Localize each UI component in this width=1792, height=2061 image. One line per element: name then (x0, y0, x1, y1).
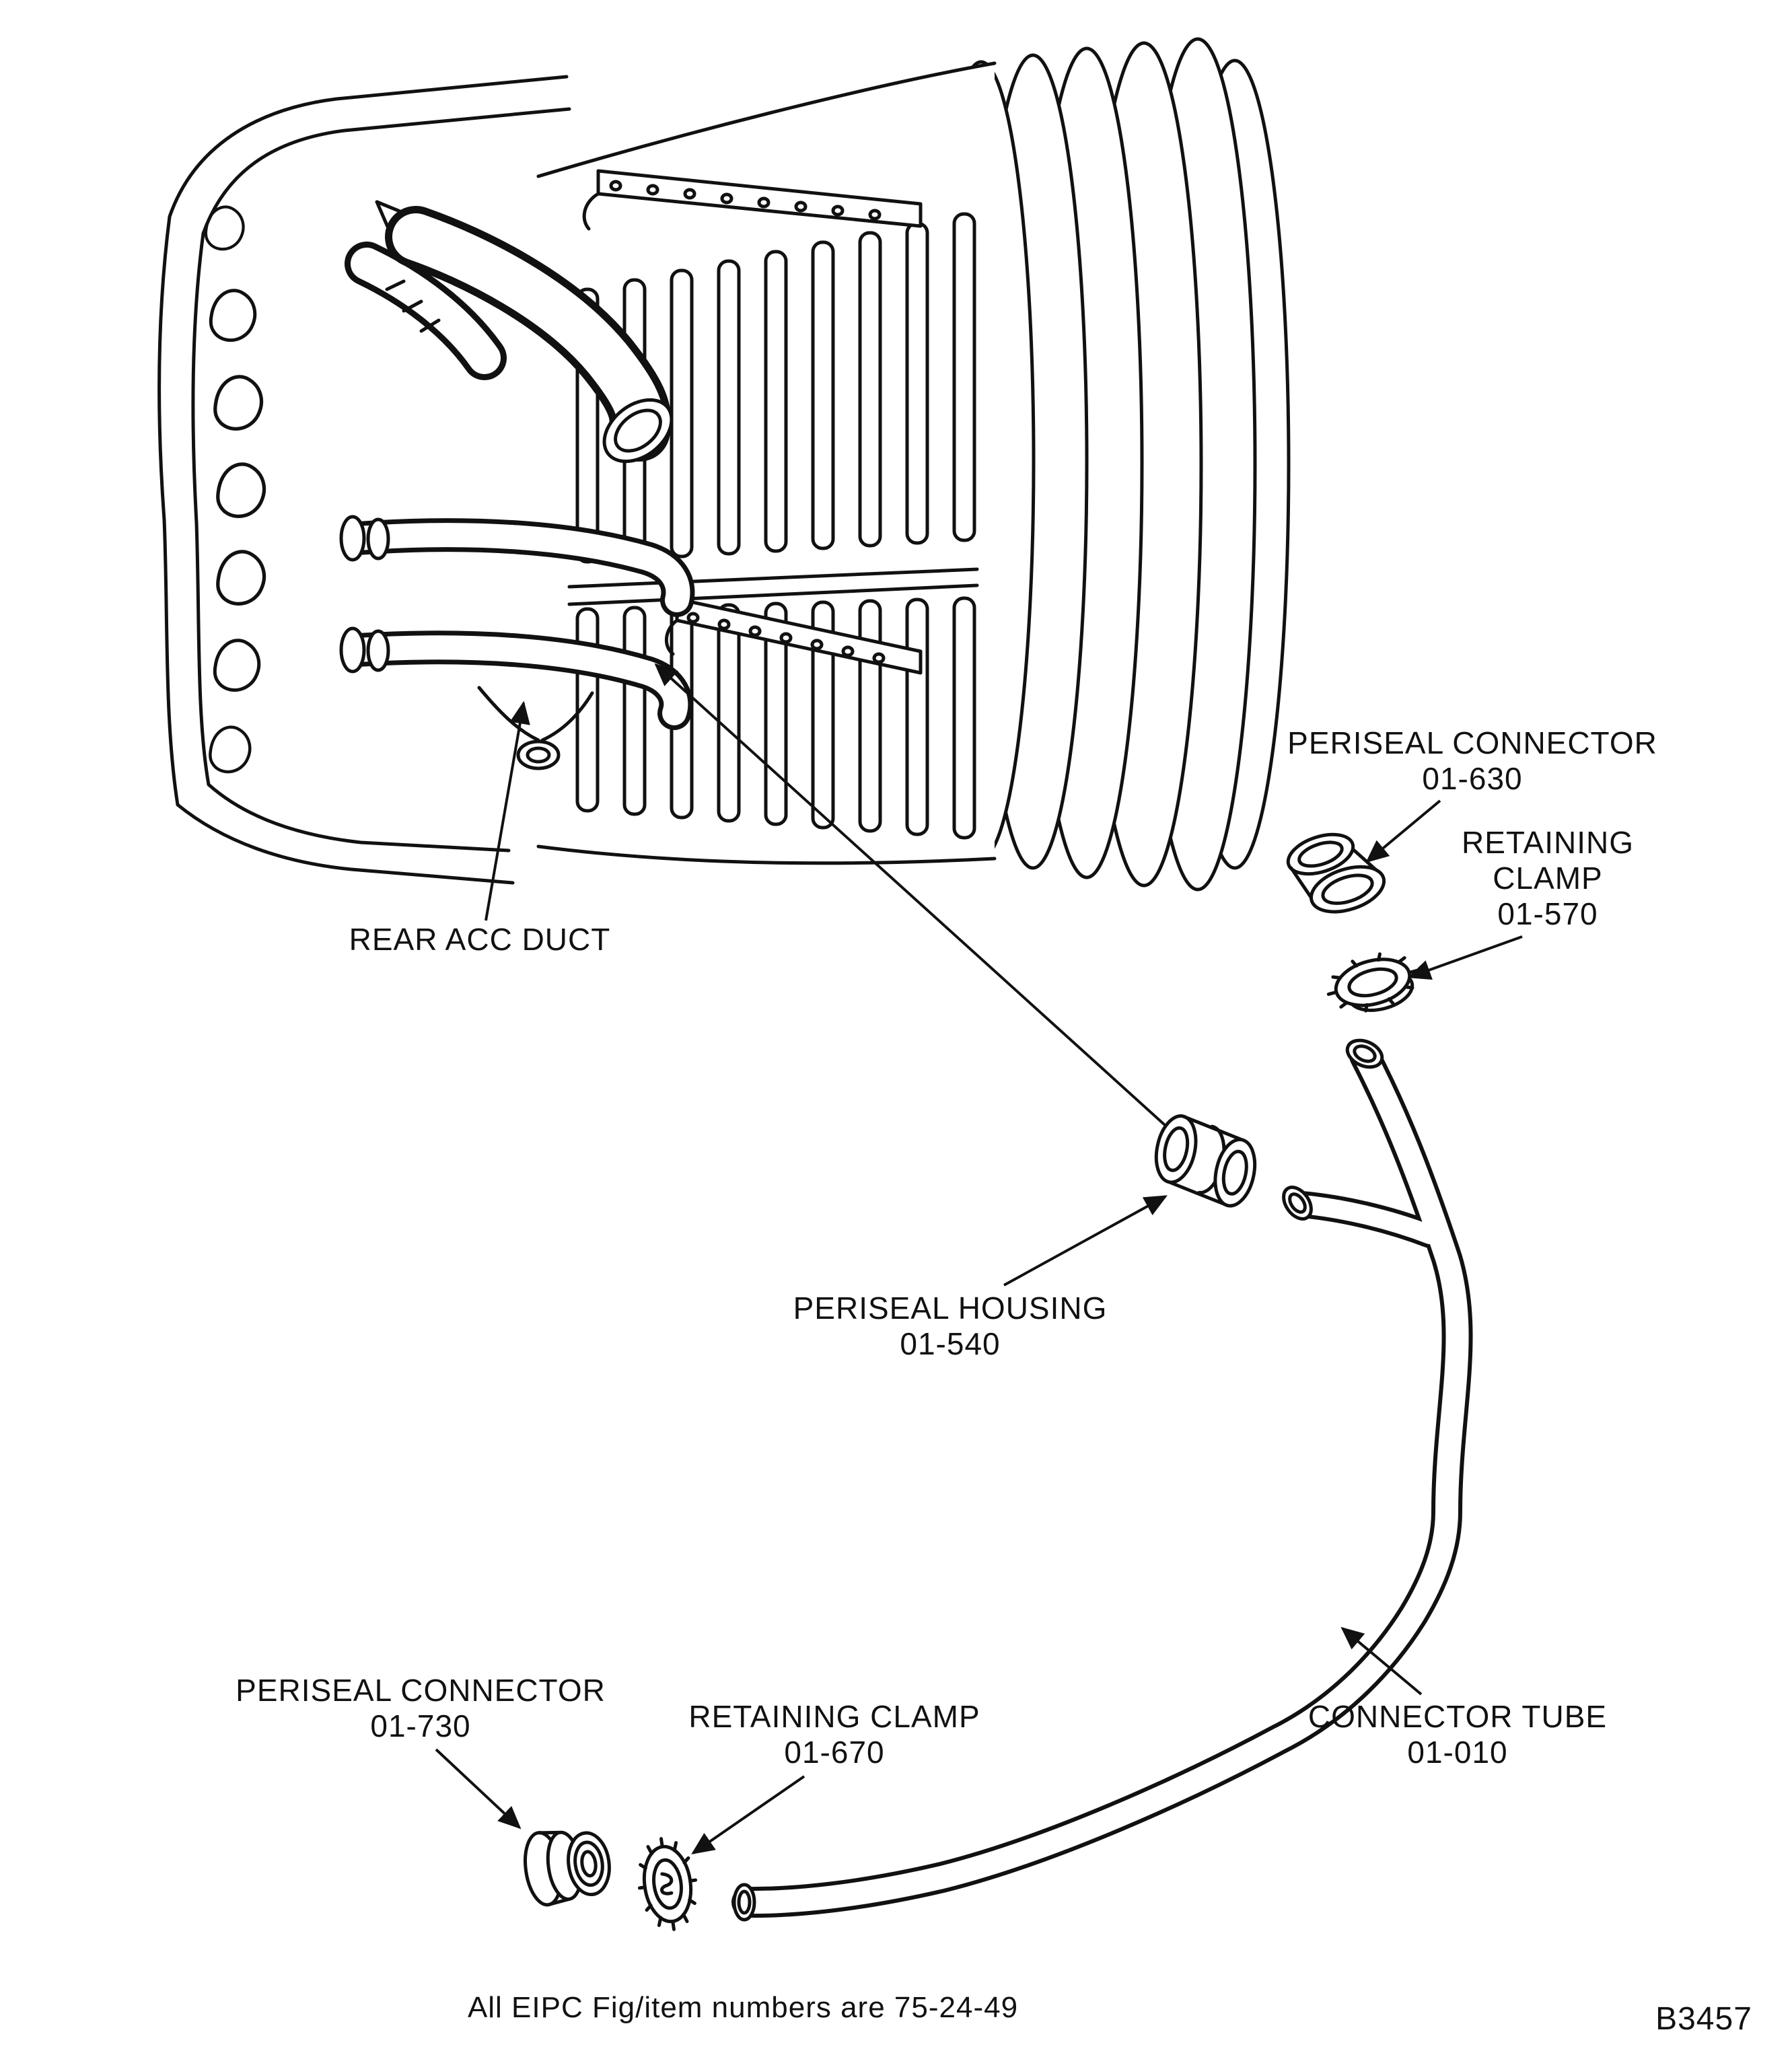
label-periseal-housing-number: 01-540 (900, 1326, 1000, 1361)
retaining-clamp-top-drawing (1326, 952, 1419, 1013)
label-retaining-clamp-top-line1: RETAINING (1462, 825, 1634, 860)
label-periseal-connector-bottom-name: PERISEAL CONNECTOR (236, 1673, 606, 1708)
arrow-connector-tube (1340, 1626, 1423, 1696)
arrow-retaining-clamp-bottom (691, 1775, 805, 1854)
combustor-ribs (567, 212, 979, 840)
labels: REAR ACC DUCT PERISEAL CONNECTOR 01-630 … (236, 725, 1752, 2037)
label-retaining-clamp-bottom-name: RETAINING CLAMP (688, 1699, 980, 1734)
retaining-clamp-bottom-drawing (637, 1837, 698, 1931)
periseal-connector-top-drawing (1286, 832, 1386, 914)
label-retaining-clamp-top-line2: CLAMP (1493, 861, 1602, 896)
engine-straps (582, 169, 923, 675)
engine-mount-frame (157, 75, 571, 885)
frame-lightening-holes (206, 207, 264, 772)
engine-rear-rings (927, 37, 1291, 892)
rear-acc-duct-elbow (345, 200, 674, 464)
figure-code: B3457 (1655, 2001, 1752, 2037)
arrow-periseal-housing (1003, 1195, 1168, 1287)
arrow-periseal-connector-bottom (435, 1748, 522, 1830)
label-periseal-connector-top-number: 01-630 (1422, 761, 1522, 796)
label-periseal-connector-bottom-number: 01-730 (370, 1708, 470, 1743)
periseal-housing-drawing (1154, 1114, 1257, 1208)
label-arrows (435, 799, 1523, 1854)
footer-note: All EIPC Fig/item numbers are 75-24-49 (468, 1991, 1018, 2024)
label-rear-acc-duct: REAR ACC DUCT (349, 922, 611, 957)
periseal-connector-bottom-drawing (524, 1830, 611, 1907)
label-retaining-clamp-top-number: 01-570 (1497, 896, 1598, 931)
leader-housing-to-engine (654, 663, 1187, 1145)
engine-illustration (157, 37, 1291, 892)
label-periseal-connector-top-name: PERISEAL CONNECTOR (1287, 725, 1657, 760)
label-periseal-housing-name: PERISEAL HOUSING (793, 1291, 1108, 1326)
leader-rear-acc-duct (485, 700, 530, 921)
label-retaining-clamp-bottom-number: 01-670 (784, 1735, 884, 1770)
connector-tube-drawing (731, 1038, 1473, 1922)
label-connector-tube-number: 01-010 (1407, 1735, 1507, 1770)
arrow-periseal-connector-top (1365, 799, 1441, 863)
acc-ducts (339, 515, 695, 770)
arrow-retaining-clamp-top (1407, 935, 1523, 980)
label-connector-tube-name: CONNECTOR TUBE (1308, 1699, 1607, 1734)
